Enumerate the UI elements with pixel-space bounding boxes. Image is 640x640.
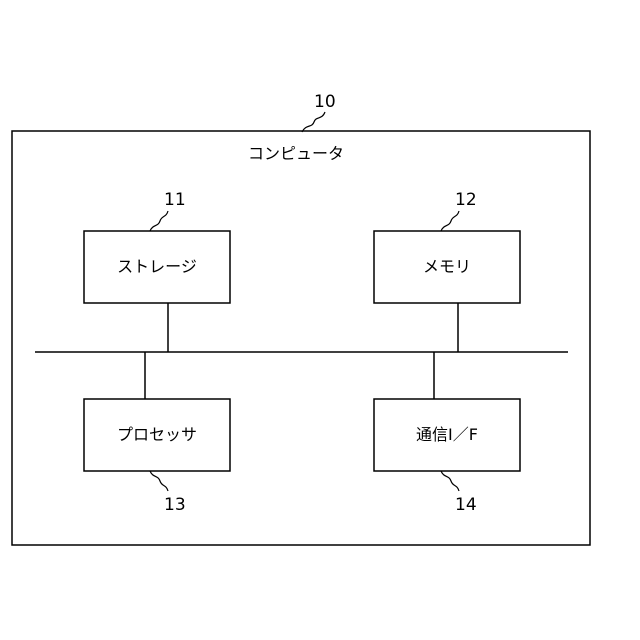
memory-label: メモリ <box>374 257 520 277</box>
leader-line-12 <box>441 211 459 231</box>
computer-label: コンピュータ <box>248 144 344 164</box>
ref-13: 13 <box>164 495 186 515</box>
leader-line-11 <box>150 211 168 231</box>
leader-line-13 <box>150 471 168 491</box>
processor-label: プロセッサ <box>84 425 230 445</box>
storage-label: ストレージ <box>84 257 230 277</box>
ref-12: 12 <box>455 190 477 210</box>
ref-14: 14 <box>455 495 477 515</box>
leader-line-10 <box>302 112 325 132</box>
computer-frame <box>12 131 590 545</box>
leader-line-14 <box>441 471 459 491</box>
comm-if-label: 通信I／F <box>374 425 520 445</box>
ref-11: 11 <box>164 190 186 210</box>
ref-10: 10 <box>314 92 336 112</box>
